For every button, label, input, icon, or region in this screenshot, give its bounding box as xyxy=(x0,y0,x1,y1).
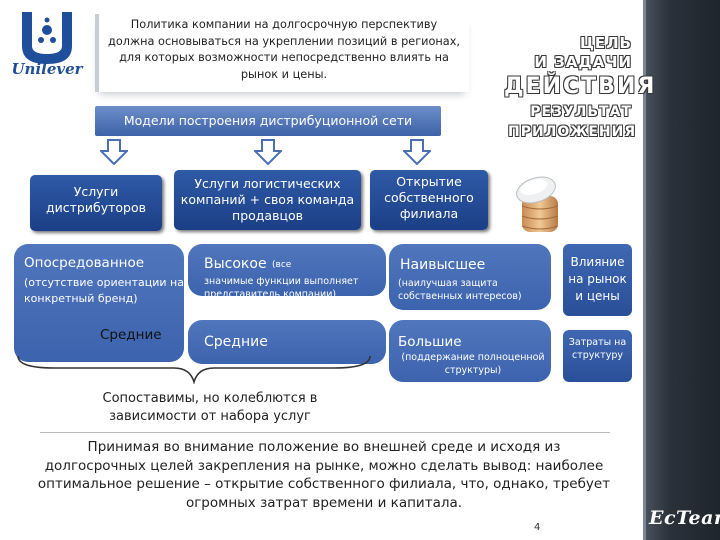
branch-costs-note: (поддержание полноценной структуры) xyxy=(401,352,545,376)
brand-signature: EcTeam xyxy=(649,507,720,529)
column-header-distributors-label: Услуги дистрибуторов xyxy=(46,184,146,215)
unilever-u-logo-icon xyxy=(22,12,72,64)
divider xyxy=(40,432,610,433)
column-header-logistics xyxy=(174,170,361,230)
cell-logistics-influence xyxy=(188,244,386,296)
down-arrow-icon xyxy=(403,139,431,165)
down-arrow-icon xyxy=(100,139,128,165)
unilever-wordmark: Unilever xyxy=(11,60,83,78)
branch-influence-note: (наилучшая защита собственных интересов) xyxy=(398,278,522,302)
conclusion-text: Принимая во внимание положение во внешне… xyxy=(37,439,611,511)
column-header-distributors xyxy=(30,175,162,231)
distributors-costs-value: Средние xyxy=(100,327,162,343)
cell-branch-influence xyxy=(389,244,551,310)
heading-result: РЕЗУЛЬТАТ xyxy=(530,104,632,120)
branch-costs-value: Большие xyxy=(398,334,462,350)
column-header-own-branch-label: Открытие собственного филиала xyxy=(384,174,474,221)
policy-box xyxy=(95,14,469,92)
column-header-logistics-label: Услуги логистических компаний + своя ком… xyxy=(180,176,355,223)
brace-icon xyxy=(17,355,371,384)
logistics-costs-value: Средние xyxy=(204,334,268,350)
down-arrow-icon xyxy=(254,139,282,165)
models-banner-title: Модели построения дистрибуционной сети xyxy=(123,113,413,128)
heading-goal-tasks: И ЗАДАЧИ xyxy=(534,53,632,71)
comparable-note: Сопоставимы, но колеблются в зависимости… xyxy=(102,391,318,424)
logistics-influence-small: (все xyxy=(272,260,292,270)
cell-distributors-influence xyxy=(14,244,184,362)
distributors-influence-value: Опосредованное xyxy=(24,255,145,271)
logistics-influence-value: Высокое xyxy=(204,256,267,272)
right-decorative-strip xyxy=(643,0,720,540)
side-label-influence-box xyxy=(563,244,632,316)
branch-influence-value: Наивысшее xyxy=(400,257,486,273)
policy-text: Политика компании на долгосрочную перспе… xyxy=(108,18,460,81)
side-label-costs: Затраты на структуру xyxy=(568,337,627,361)
side-label-influence: Влияние на рынок и цены xyxy=(568,255,627,303)
page-number: 4 xyxy=(534,522,541,533)
cell-branch-costs xyxy=(389,320,551,382)
cell-logistics-costs xyxy=(188,320,386,364)
heading-application: ПРИЛОЖЕНИЯ xyxy=(508,124,637,140)
cap-stack-icon xyxy=(516,176,559,232)
distributors-influence-note: (отсутствие ориентации на конкретный бре… xyxy=(24,276,184,305)
models-banner xyxy=(95,106,441,136)
heading-action: ДЕЙСТВИЯ xyxy=(504,74,657,99)
column-header-own-branch xyxy=(370,170,488,230)
heading-goal: ЦЕЛЬ xyxy=(579,34,632,52)
side-label-costs-box xyxy=(563,330,632,382)
logistics-influence-note: значимые функции выполняет представитель… xyxy=(204,276,359,300)
